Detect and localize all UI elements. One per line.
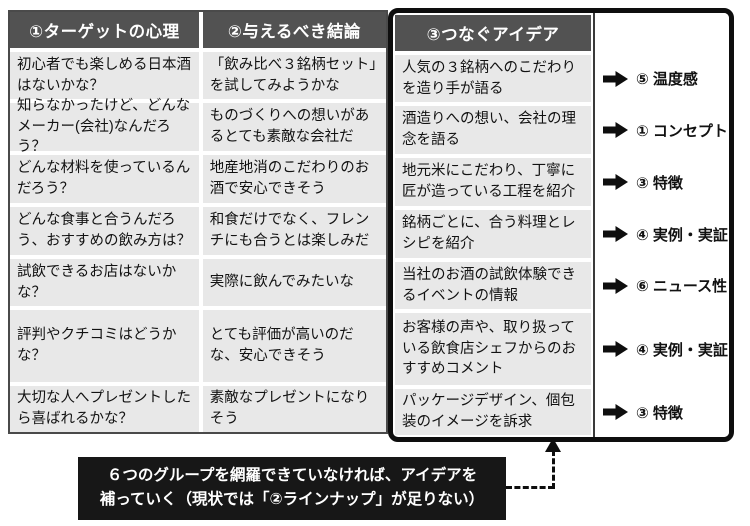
idea-column-emphasis-box: ③つなぐアイデア 人気の３銘柄へのこだわりを造り手が語る 酒造りへの想い、会社の…	[388, 8, 734, 442]
group-label-row: ⑤ 温度感	[595, 55, 729, 102]
right-arrow-icon	[603, 404, 628, 420]
right-arrow-icon	[603, 174, 628, 190]
group-label: ③ 特徴	[636, 404, 683, 422]
psychology-cell: どんな食事と合うんだろう、おすすめの飲み方は？	[10, 207, 199, 255]
psychology-cell: 初心者でも楽しめる日本酒はないかな？	[10, 52, 199, 99]
group-label: ⑥ ニュース性	[636, 278, 728, 295]
group-label: ④ 実例・実証	[636, 226, 728, 244]
note-line-2: 補っていく（現状では「②ラインナップ」が足りない）	[99, 491, 485, 509]
idea-cell: 酒造りへの想い、会社の理念を語る	[395, 106, 591, 154]
group-label-row: ⑥ ニュース性	[595, 262, 729, 309]
group-labels-column: ⑤ 温度感 ① コンセプト ③ 特徴 ④ 実例・実証 ⑥ ニュース性 ④ 実例・	[593, 13, 729, 437]
right-arrow-icon	[603, 122, 628, 138]
psychology-conclusion-table: ①ターゲットの心理 ②与えるべき結論 初心者でも楽しめる日本酒はないかな？ 「飲…	[8, 10, 388, 434]
idea-cell: パッケージデザイン、個包装のイメージを訴求	[395, 389, 591, 435]
group-label-row: ③ 特徴	[595, 158, 729, 206]
conclusion-cell: 和食だけでなく、フレンチにも合うとは楽しみだ	[202, 207, 386, 255]
idea-cell: 人気の３銘柄へのこだわりを造り手が語る	[395, 55, 591, 102]
psychology-cell: 試飲できるお店はないかな？	[10, 259, 199, 306]
idea-cell: 地元米にこだわり、丁寧に匠が造っている工程を紹介	[395, 158, 591, 206]
psychology-cell: 評判やクチコミはどうかな？	[10, 310, 199, 382]
group-label: ① コンセプト	[636, 122, 728, 140]
psychology-cell: 知らなかったけど、どんなメーカー(会社)なんだろう？	[10, 98, 199, 155]
psychology-cell: 大切な人へプレゼントしたら喜ばれるかな？	[10, 386, 199, 432]
group-label-row: ④ 実例・実証	[595, 313, 729, 385]
group-label-row: ① コンセプト	[595, 106, 729, 154]
conclusion-cell: 実際に飲んでみたいな	[202, 259, 386, 306]
header-target-psychology: ①ターゲットの心理	[10, 12, 199, 48]
group-label: ③ 特徴	[636, 174, 683, 192]
header-conclusion: ②与えるべき結論	[202, 12, 386, 48]
conclusion-cell: 「飲み比べ３銘柄セット」を試してみようかな	[202, 52, 386, 99]
right-arrow-icon	[603, 70, 628, 87]
conclusion-cell: とても評価が高いのだな、安心できそう	[202, 310, 386, 382]
dashed-connector-horizontal	[506, 486, 554, 489]
conclusion-cell: 地産地消のこだわりのお酒で安心できそう	[202, 155, 386, 203]
conclusion-cell: 素敵なプレゼントになりそう	[202, 386, 386, 432]
right-arrow-icon	[603, 341, 628, 357]
bottom-note: ６つのグループを網羅できていなければ、アイデアを 補っていく（現状では「②ライン…	[78, 457, 506, 520]
idea-column: ③つなぐアイデア 人気の３銘柄へのこだわりを造り手が語る 酒造りへの想い、会社の…	[393, 13, 593, 437]
group-label: ⑤ 温度感	[636, 71, 698, 88]
group-label-row: ③ 特徴	[595, 389, 729, 435]
group-label-row: ④ 実例・実証	[595, 210, 729, 258]
idea-cell: 当社のお酒の試飲体験できるイベントの情報	[395, 262, 591, 309]
labels-header-spacer	[595, 15, 729, 51]
idea-cell: 銘柄ごとに、合う料理とレシピを紹介	[395, 210, 591, 258]
group-label: ④ 実例・実証	[636, 341, 728, 359]
dashed-connector-vertical	[552, 450, 555, 489]
idea-cell: お客様の声や、取り扱っている飲食店シェフからのおすすめコメント	[395, 313, 591, 385]
right-arrow-icon	[603, 226, 628, 242]
up-arrow-icon	[545, 438, 561, 452]
right-arrow-icon	[603, 277, 628, 294]
header-connecting-idea: ③つなぐアイデア	[395, 15, 591, 51]
psychology-cell: どんな材料を使っているんだろう？	[10, 155, 199, 203]
note-line-1: ６つのグループを網羅できていなければ、アイデアを	[106, 467, 478, 484]
conclusion-cell: ものづくりへの想いがあるとても素敵な会社だ	[202, 103, 386, 151]
